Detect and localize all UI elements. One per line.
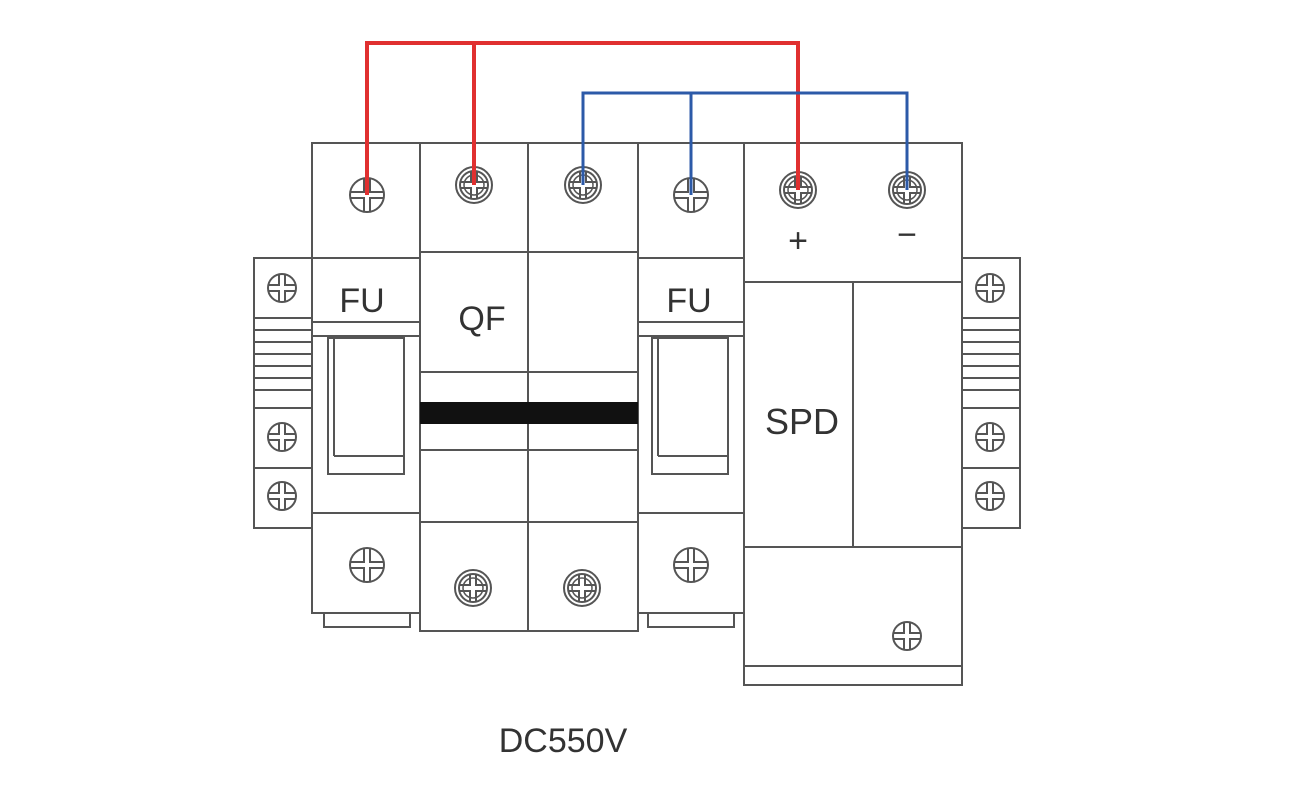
voltage-label: DC550V xyxy=(499,722,628,760)
breaker-handle xyxy=(420,402,638,424)
qf-bottom-right-screw-icon xyxy=(563,569,601,607)
fuse-left-bottom-screw-icon xyxy=(349,547,385,583)
breaker-label: QF xyxy=(458,300,505,338)
breaker-qf xyxy=(419,142,639,632)
right-end-clamp xyxy=(961,257,1021,529)
fuse-left-label: FU xyxy=(339,282,384,320)
spd-ground-screw-icon xyxy=(892,621,922,651)
left-clamp-screw-icon xyxy=(267,422,297,452)
right-clamp-screw-icon xyxy=(975,422,1005,452)
fuse-right-bottom-screw-icon xyxy=(673,547,709,583)
positive-wire xyxy=(365,41,800,195)
fuse-right-label: FU xyxy=(666,282,711,320)
spd-plus-label: + xyxy=(788,222,808,260)
right-clamp-screw-icon xyxy=(975,273,1005,303)
qf-bottom-left-screw-icon xyxy=(454,569,492,607)
left-clamp-screw-icon xyxy=(267,273,297,303)
spd-minus-label: − xyxy=(897,216,917,254)
surge-protector-spd xyxy=(743,142,963,686)
left-clamp-screw-icon xyxy=(267,481,297,511)
negative-wire xyxy=(581,91,909,190)
right-clamp-screw-icon xyxy=(975,481,1005,511)
spd-label: SPD xyxy=(765,401,839,442)
